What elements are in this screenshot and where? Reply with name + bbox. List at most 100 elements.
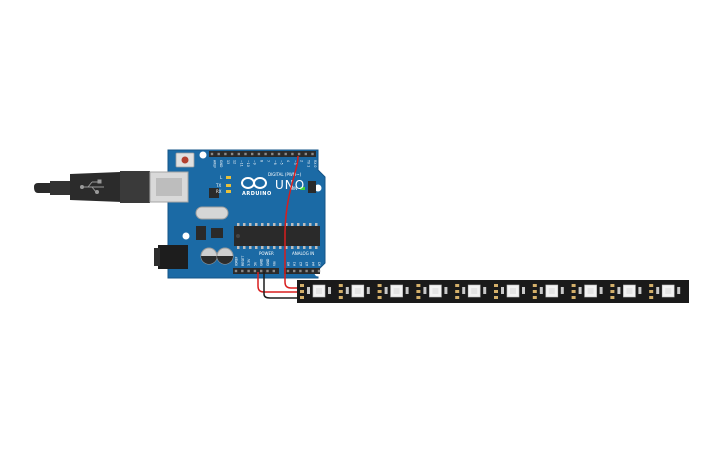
led-segment[interactable] <box>377 284 409 299</box>
neopixel-strip[interactable] <box>297 280 689 303</box>
header-pin[interactable] <box>264 152 267 156</box>
header-pin[interactable] <box>277 152 281 156</box>
header-pin[interactable] <box>210 152 214 156</box>
led-die <box>316 288 322 294</box>
pin-label: 5V <box>253 261 257 266</box>
header-pin[interactable] <box>299 269 302 273</box>
chip-pin <box>261 246 264 249</box>
solder-pad <box>494 296 498 299</box>
header-pin[interactable] <box>304 152 307 156</box>
header-pin[interactable] <box>234 269 238 273</box>
header-pin[interactable] <box>266 269 269 273</box>
header-pin[interactable] <box>291 152 294 156</box>
header-pin[interactable] <box>311 152 314 156</box>
led-segment[interactable] <box>494 284 525 299</box>
header-pin[interactable] <box>286 269 290 273</box>
solder-pad <box>455 290 460 293</box>
digital-header[interactable] <box>209 151 316 157</box>
header-pin[interactable] <box>237 152 240 156</box>
led-segment[interactable] <box>338 284 370 299</box>
pin-label: TX 1 <box>306 159 310 167</box>
solder-pad <box>300 284 304 287</box>
header-pin[interactable] <box>272 269 275 273</box>
smd-resistor <box>483 287 487 294</box>
solder-pad <box>416 296 421 299</box>
led-segment[interactable] <box>455 284 487 299</box>
chip-pin <box>297 246 300 249</box>
smd-capacitor <box>656 287 660 294</box>
header-pin[interactable] <box>253 269 257 273</box>
pin-label: RX 0 <box>313 160 317 167</box>
solder-pad <box>571 296 576 299</box>
smd-capacitor <box>345 287 349 294</box>
header-pin[interactable] <box>311 269 314 273</box>
reset-button-cap[interactable] <box>181 156 189 164</box>
led-die <box>587 288 594 294</box>
led-die <box>665 288 672 294</box>
pin-label: 12 <box>233 160 237 164</box>
solder-pad <box>300 296 304 299</box>
atmega328-chip <box>234 226 320 246</box>
led-segment[interactable] <box>649 284 681 299</box>
pin-label: A4 <box>311 262 315 266</box>
wire-gnd[interactable] <box>263 272 300 299</box>
pin-label: GND <box>219 160 223 168</box>
header-pin[interactable] <box>293 269 296 273</box>
crystal-oscillator <box>195 206 229 220</box>
smd-resistor <box>405 287 409 294</box>
usb-plug-collar <box>120 171 150 203</box>
chip-pin <box>315 246 318 249</box>
led-die <box>510 288 516 294</box>
smd-capacitor <box>501 287 504 294</box>
wire-data[interactable] <box>284 155 300 289</box>
smd-capacitor <box>462 287 466 294</box>
header-pin[interactable] <box>297 152 301 156</box>
analog-header[interactable] <box>284 268 320 274</box>
header-pin[interactable] <box>257 152 261 156</box>
pin-label: IOREF <box>235 256 239 266</box>
usb-cable-strain-relief <box>50 181 72 195</box>
header-pin[interactable] <box>230 152 234 156</box>
arduino-logo <box>241 177 267 189</box>
led-die <box>393 288 400 294</box>
led-segment[interactable] <box>300 284 331 299</box>
smd-capacitor <box>617 287 621 294</box>
chip-pin <box>255 246 258 249</box>
header-pin[interactable] <box>284 152 287 156</box>
chip-pin <box>303 223 306 226</box>
header-pin[interactable] <box>260 269 263 273</box>
led-tx <box>226 184 231 187</box>
led-segment[interactable] <box>571 284 603 299</box>
header-pin[interactable] <box>241 269 244 273</box>
led-segment[interactable] <box>532 284 564 299</box>
pin-label: Vin <box>272 261 276 266</box>
header-pin[interactable] <box>317 269 321 273</box>
header-pin[interactable] <box>247 269 250 273</box>
header-pin[interactable] <box>305 269 308 273</box>
pin-label: 8 <box>259 160 263 162</box>
led-segment[interactable] <box>610 284 642 299</box>
pin-label: 7 <box>266 160 270 162</box>
header-pin[interactable] <box>251 152 254 156</box>
smd-resistor <box>560 287 564 294</box>
pin-label: GND <box>260 258 264 266</box>
pin-label: ~10 <box>246 160 250 167</box>
smd-capacitor <box>539 287 543 294</box>
pin-label: A0 <box>287 262 291 266</box>
pin-label: ~6 <box>273 160 277 165</box>
pin-label: A5 <box>318 262 322 266</box>
header-pin[interactable] <box>244 152 247 156</box>
usb-cable[interactable] <box>34 171 169 203</box>
pin-label: 2 <box>300 160 304 162</box>
led-rx-label: RX <box>216 189 222 194</box>
header-pin[interactable] <box>217 152 220 156</box>
wires[interactable] <box>257 155 300 299</box>
chip-pin <box>255 223 258 226</box>
smd-resistor <box>444 287 448 294</box>
led-segment[interactable] <box>416 284 448 299</box>
header-pin[interactable] <box>224 152 227 156</box>
header-pin[interactable] <box>271 152 274 156</box>
